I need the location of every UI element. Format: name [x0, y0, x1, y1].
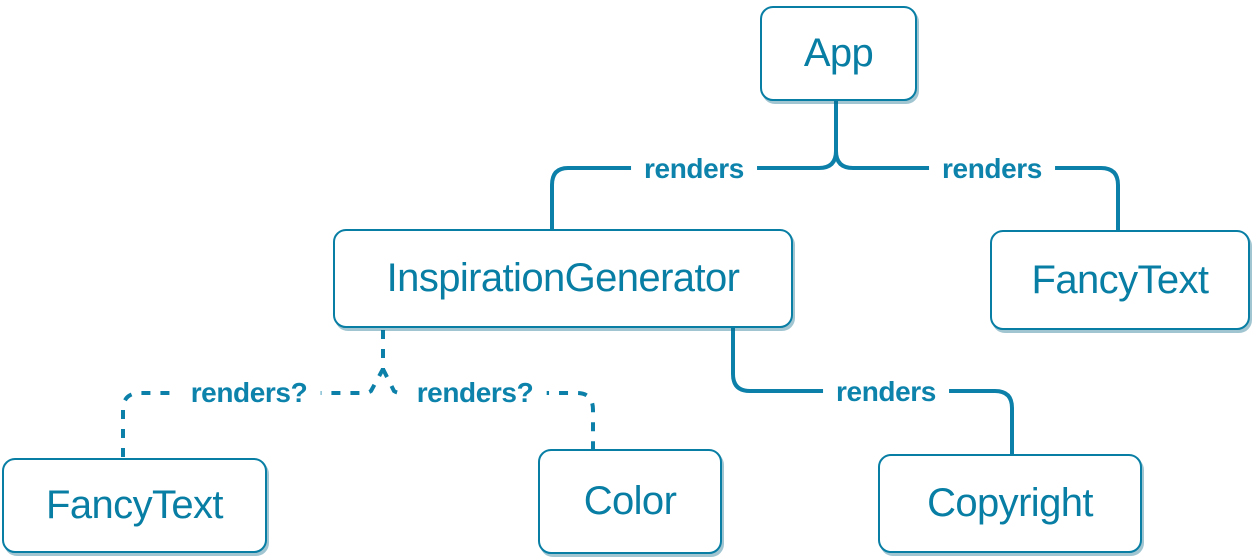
edge-label-renders-maybe-color: renders? [403, 377, 547, 409]
node-copyright-label: Copyright [927, 481, 1093, 525]
edge-label-renders-app-fancytext: renders [929, 153, 1055, 185]
node-color-label: Color [583, 479, 677, 523]
edge-label-renders-app-inspirationgenerator: renders [631, 153, 757, 185]
node-inspiration-generator-label: InspirationGenerator [386, 256, 740, 300]
node-color: Color [538, 449, 722, 554]
node-app: App [760, 6, 917, 101]
node-fancy-text-top-label: FancyText [1031, 257, 1209, 302]
node-app-label: App [803, 31, 874, 75]
edge-label-renders-maybe-fancytext: renders? [177, 377, 321, 409]
node-fancy-text-bottom-label: FancyText [46, 483, 223, 527]
node-fancy-text-bottom: FancyText [2, 458, 267, 553]
node-copyright: Copyright [878, 454, 1142, 553]
node-fancy-text-top: FancyText [990, 230, 1250, 330]
node-inspiration-generator: InspirationGenerator [333, 229, 793, 328]
edge-label-renders-copyright: renders [823, 376, 949, 408]
edge-inspirationgenerator-to-fancytext-dashed [121, 330, 385, 458]
